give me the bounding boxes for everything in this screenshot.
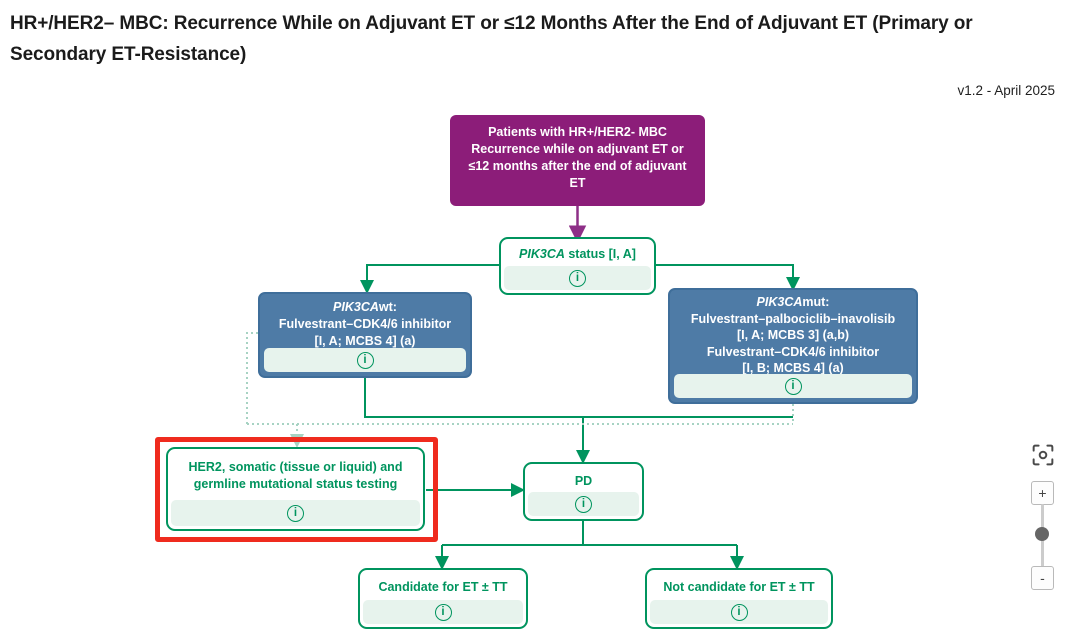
focus-icon	[1032, 444, 1054, 466]
node-text: Fulvestrant–CDK4/6 inhibitor	[706, 344, 880, 359]
node-text: Candidate for ET ± TT	[378, 580, 508, 594]
info-icon[interactable]: i	[784, 377, 802, 395]
info-icon[interactable]: i	[730, 603, 748, 621]
node-text: [I, A; MCBS 3] (a,b)	[736, 328, 850, 342]
fit-view-button[interactable]	[1032, 444, 1056, 468]
node-text: Patients with HR+/HER2- MBC	[488, 125, 667, 139]
info-icon[interactable]: i	[569, 269, 586, 287]
node-text: PIK3CA status [I, A]	[519, 247, 636, 261]
node-patients[interactable]: Patients with HR+/HER2- MBC Recurrence w…	[450, 115, 705, 206]
info-band: i	[264, 348, 466, 372]
info-band: i	[363, 600, 523, 624]
info-band: i	[650, 600, 828, 624]
connector-dotted-wt-her2	[246, 332, 258, 424]
page-title: HR+/HER2– MBC: Recurrence While on Adjuv…	[10, 13, 973, 65]
info-band: i	[674, 374, 912, 398]
node-text: ≤12 months after the end of adjuvant	[468, 159, 687, 173]
node-text: PIK3CAwt:	[333, 300, 397, 314]
node-text: [I, B; MCBS 4] (a)	[742, 361, 844, 375]
connector-wt-junction	[364, 378, 793, 418]
node-text: HER2, somatic (tissue or liquid) and	[188, 460, 403, 474]
info-icon[interactable]: i	[434, 603, 452, 621]
node-text: Fulvestrant–palbociclib–inavolisib	[690, 311, 896, 326]
node-text: [I, A; MCBS 4] (a)	[314, 334, 416, 348]
node-pik3ca-status[interactable]: PIK3CA status [I, A] i	[499, 237, 656, 295]
connector-status-mut	[656, 264, 800, 291]
node-pik3ca-wt[interactable]: PIK3CAwt: Fulvestrant–CDK4/6 inhibitor […	[258, 292, 472, 378]
connector-status-wt	[360, 264, 499, 294]
node-text: PIK3CAmut:	[756, 295, 830, 309]
node-text: Fulvestrant–CDK4/6 inhibitor	[278, 317, 452, 331]
info-icon[interactable]: i	[287, 504, 304, 522]
zoom-out-button[interactable]: -	[1031, 566, 1054, 590]
node-pik3ca-mut[interactable]: PIK3CAmut: Fulvestrant–palbociclib–inavo…	[668, 288, 918, 404]
node-pd[interactable]: PD i	[523, 462, 644, 521]
info-icon[interactable]: i	[356, 351, 374, 369]
info-icon[interactable]: i	[575, 495, 592, 513]
node-not-candidate-et-tt[interactable]: Not candidate for ET ± TT i	[645, 568, 833, 629]
version-label: v1.2 - April 2025	[957, 83, 1055, 98]
info-band: i	[171, 500, 420, 526]
node-text: PD	[574, 474, 593, 488]
connector-pd-split	[442, 521, 737, 546]
node-her2-testing[interactable]: HER2, somatic (tissue or liquid) and ger…	[166, 447, 425, 531]
node-text: germline mutational status testing	[193, 477, 398, 491]
zoom-slider-handle[interactable]	[1035, 527, 1049, 541]
info-band: i	[504, 266, 651, 290]
info-band: i	[528, 492, 639, 516]
zoom-in-button[interactable]: +	[1031, 481, 1054, 505]
node-text: ET	[569, 176, 586, 190]
node-text: Not candidate for ET ± TT	[663, 580, 815, 594]
node-text: Recurrence while on adjuvant ET or	[471, 142, 684, 156]
node-candidate-et-tt[interactable]: Candidate for ET ± TT i	[358, 568, 528, 629]
